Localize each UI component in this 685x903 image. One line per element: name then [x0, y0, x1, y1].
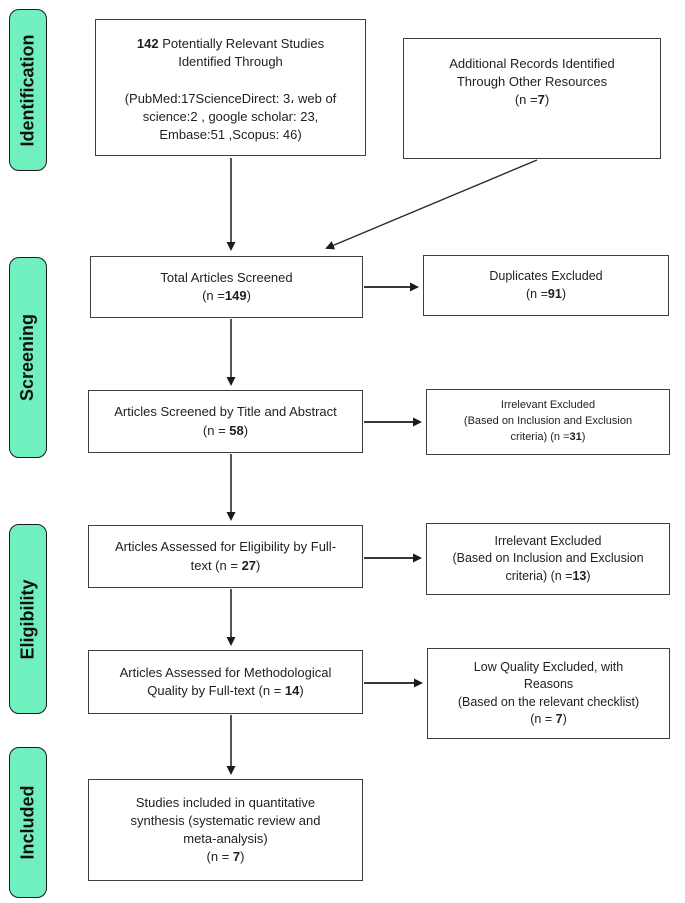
box-eligibility-fulltext: Articles Assessed for Eligibility by Ful…	[88, 525, 363, 588]
box-title-abstract-screened: Articles Screened by Title and Abstract(…	[88, 390, 363, 453]
arrow-additional-to-total	[325, 159, 538, 250]
stage-label-included: Included	[9, 747, 47, 898]
stage-label-eligibility: Eligibility	[9, 524, 47, 714]
stage-label-identification-text: Identification	[17, 34, 38, 146]
stage-label-screening-text: Screening	[17, 313, 38, 402]
box-irrelevant-excluded-1: Irrelevant Excluded(Based on Inclusion a…	[426, 389, 670, 455]
box-total-screened: Total Articles Screened(n =149)	[90, 256, 363, 318]
stage-label-included-text: Included	[17, 785, 38, 860]
stage-label-eligibility-text: Eligibility	[17, 578, 38, 660]
stage-label-identification: Identification	[9, 9, 47, 171]
stage-label-screening: Screening	[9, 257, 47, 458]
box-duplicates-excluded: Duplicates Excluded(n =91)	[423, 255, 669, 316]
box-irrelevant-excluded-2: Irrelevant Excluded(Based on Inclusion a…	[426, 523, 670, 595]
